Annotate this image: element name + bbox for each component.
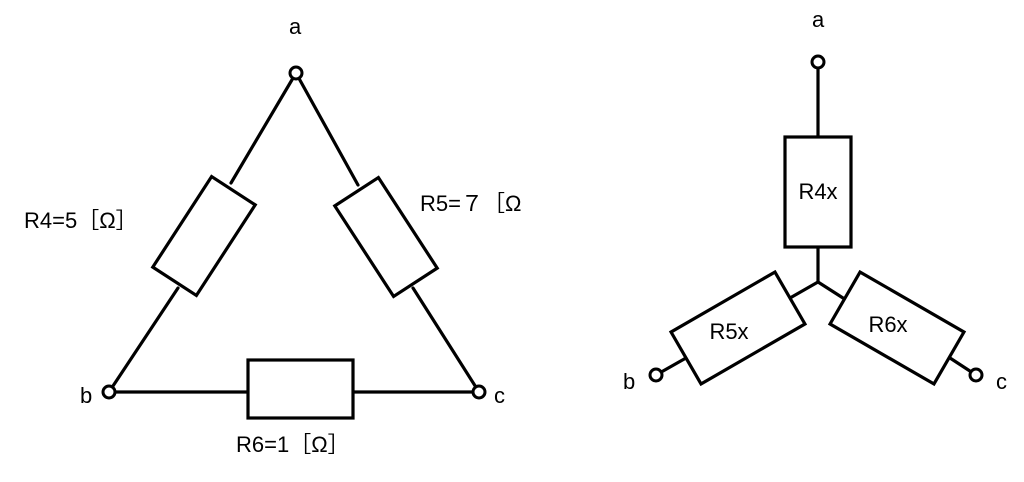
delta-node-label-a: a: [289, 14, 302, 39]
delta-terminal-c: [471, 384, 487, 400]
wye-resistor-r4: [783, 135, 853, 249]
delta-terminal-b: [101, 384, 117, 400]
delta-r6-label: R6=1［Ω］: [236, 432, 350, 457]
delta-node-label-c: c: [494, 383, 505, 408]
wye-r4-label: R4x: [798, 179, 837, 204]
delta-resistor-r6: [246, 358, 355, 420]
delta-wire-a-r5: [294, 71, 360, 187]
delta-wire-r4-b: [107, 286, 180, 394]
wye-node-label-b: b: [623, 369, 635, 394]
delta-resistor-r5: [332, 175, 440, 299]
delta-resistor-r4: [150, 174, 258, 298]
delta-node-label-b: b: [80, 383, 92, 408]
delta-terminal-a: [288, 65, 304, 81]
wye-wire-center-r5: [788, 280, 820, 300]
wye-r5-label: R5x: [709, 319, 748, 344]
wye-network: a b c R4x R5x R6x: [623, 7, 1007, 394]
delta-wire-r5-c: [411, 286, 481, 394]
wye-terminal-b: [648, 367, 664, 383]
delta-r4-label: R4=5［Ω］: [24, 208, 138, 233]
wye-terminal-c: [968, 367, 984, 383]
wye-node-label-a: a: [812, 7, 825, 32]
wye-wire-center-r6: [816, 280, 845, 300]
wye-resistor-r5: [668, 269, 808, 387]
wye-node-label-c: c: [996, 369, 1007, 394]
wye-resistor-r6: [827, 269, 967, 387]
delta-wire-a-r4: [229, 71, 298, 185]
wye-r6-label: R6x: [868, 312, 907, 337]
delta-r5-label: R5=７［Ω: [420, 191, 521, 216]
wye-terminal-a: [810, 54, 826, 70]
delta-network: a b c R4=5［Ω］ R5=７［Ω R6=1［Ω］: [24, 14, 521, 457]
